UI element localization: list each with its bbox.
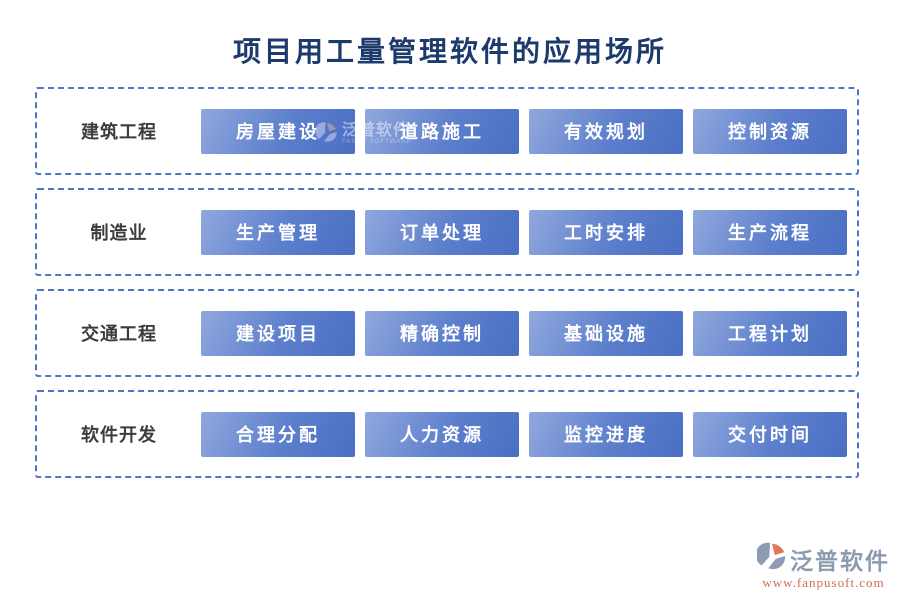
scenario-button[interactable]: 交付时间 — [693, 411, 847, 457]
rows-container: 建筑工程 房屋建设 道路施工 有效规划 控制资源 制造业 生产管理 订单处理 工… — [35, 87, 859, 491]
scenario-button[interactable]: 精确控制 — [365, 310, 519, 356]
page-title: 项目用工量管理软件的应用场所 — [232, 37, 667, 68]
row-construction: 建筑工程 房屋建设 道路施工 有效规划 控制资源 — [35, 87, 859, 175]
scenario-button[interactable]: 基础设施 — [529, 310, 683, 356]
row-buttons: 房屋建设 道路施工 有效规划 控制资源 — [201, 108, 857, 154]
row-label-manufacturing: 制造业 — [90, 223, 148, 243]
row-buttons: 生产管理 订单处理 工时安排 生产流程 — [201, 209, 857, 255]
scenario-button[interactable]: 监控进度 — [529, 411, 683, 457]
row-label-transport: 交通工程 — [81, 324, 157, 344]
scenario-button[interactable]: 生产流程 — [693, 209, 847, 255]
row-label-construction: 建筑工程 — [81, 122, 157, 142]
row-label-software: 软件开发 — [81, 425, 157, 445]
footer-brand-text: 泛普软件 — [790, 548, 890, 574]
scenario-button[interactable]: 建设项目 — [201, 310, 355, 356]
footer-logo[interactable]: 泛普软件 www.fanpusoft.com — [755, 541, 890, 591]
scenario-button[interactable]: 合理分配 — [201, 411, 355, 457]
fanpu-logo-icon — [755, 541, 787, 576]
scenario-button[interactable]: 工时安排 — [529, 209, 683, 255]
row-manufacturing: 制造业 生产管理 订单处理 工时安排 生产流程 — [35, 188, 859, 276]
footer-brand-row: 泛普软件 — [755, 541, 890, 576]
row-buttons: 合理分配 人力资源 监控进度 交付时间 — [201, 411, 857, 457]
scenario-button[interactable]: 订单处理 — [365, 209, 519, 255]
scenario-button[interactable]: 工程计划 — [693, 310, 847, 356]
scenario-button[interactable]: 生产管理 — [201, 209, 355, 255]
row-buttons: 建设项目 精确控制 基础设施 工程计划 — [201, 310, 857, 356]
scenario-button[interactable]: 房屋建设 — [201, 108, 355, 154]
scenario-button[interactable]: 控制资源 — [693, 108, 847, 154]
row-software: 软件开发 合理分配 人力资源 监控进度 交付时间 — [35, 390, 859, 478]
row-transport: 交通工程 建设项目 精确控制 基础设施 工程计划 — [35, 289, 859, 377]
scenario-button[interactable]: 人力资源 — [365, 411, 519, 457]
scenario-button[interactable]: 有效规划 — [529, 108, 683, 154]
scenario-button[interactable]: 道路施工 — [365, 108, 519, 154]
footer-url[interactable]: www.fanpusoft.com — [762, 575, 885, 590]
